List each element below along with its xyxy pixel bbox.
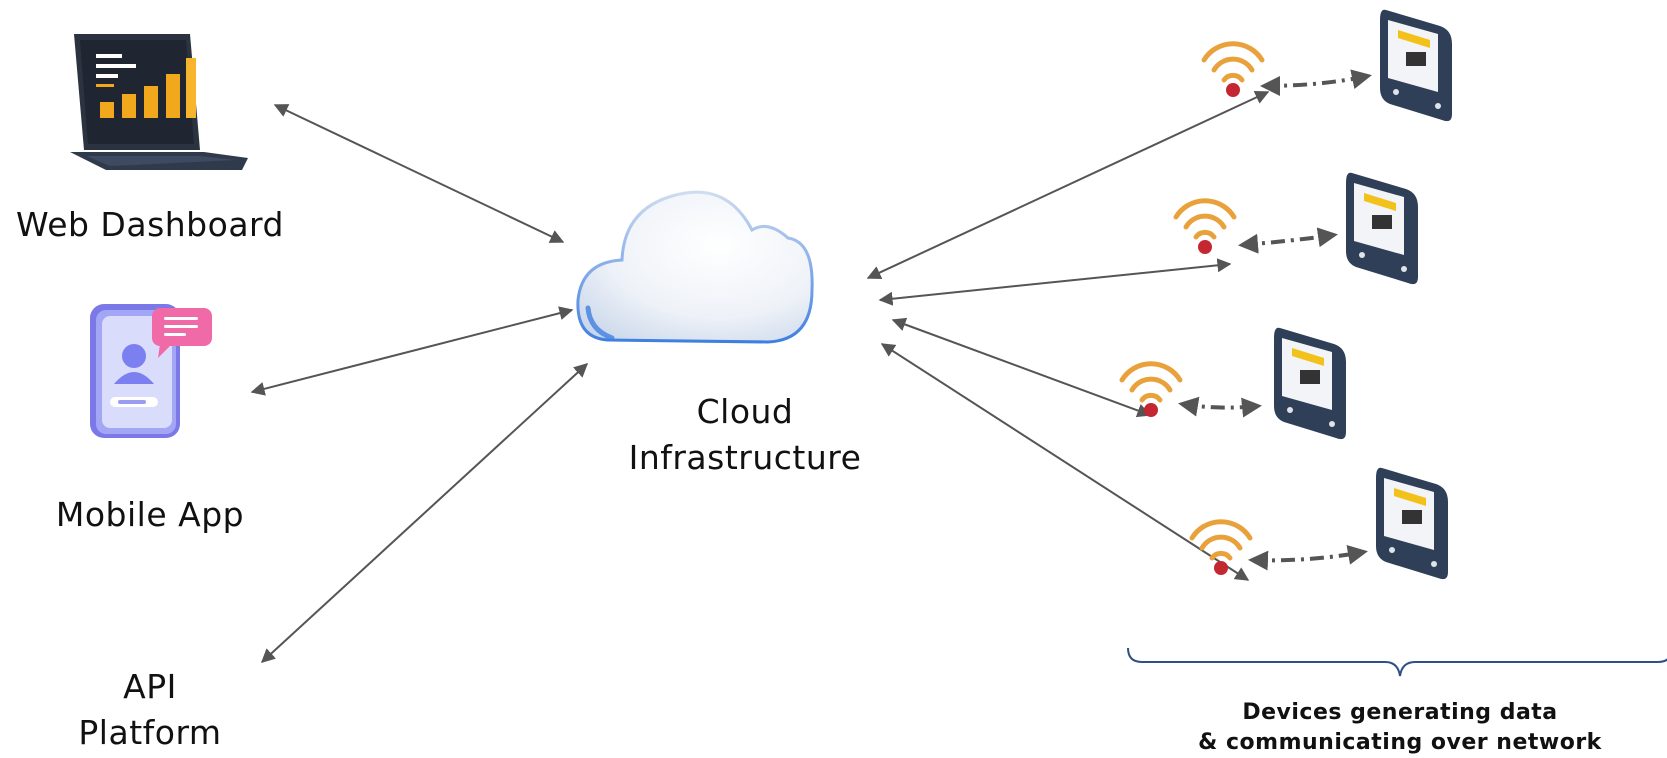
device-row-1 xyxy=(1201,9,1452,122)
smart-meter-icon xyxy=(1274,327,1346,440)
connector-cloud-device-4 xyxy=(880,343,1250,581)
connector-cloud-device-3 xyxy=(891,317,1152,418)
connector-mobile-cloud xyxy=(250,306,574,396)
wifi-signal-icon xyxy=(1173,198,1237,254)
smart-meter-icon xyxy=(1380,9,1452,122)
dashed-link-1 xyxy=(1260,69,1372,96)
device-row-4 xyxy=(1189,467,1448,580)
connector-api-cloud xyxy=(260,363,589,663)
device-row-3 xyxy=(1119,327,1346,440)
connector-web-cloud xyxy=(273,104,565,243)
mobile-app-label: Mobile App xyxy=(55,495,245,534)
web-dashboard-label: Web Dashboard xyxy=(16,205,284,244)
wifi-signal-icon xyxy=(1119,361,1183,417)
cloud-icon xyxy=(576,190,814,344)
smart-meter-icon xyxy=(1376,467,1448,580)
devices-label: Devices generating data & communicating … xyxy=(1198,700,1602,755)
dashed-link-2 xyxy=(1238,227,1338,254)
device-row-2 xyxy=(1173,172,1418,285)
cloud-infrastructure-label: Cloud Infrastructure xyxy=(628,392,862,477)
dashed-link-3 xyxy=(1178,396,1262,418)
devices-bracket xyxy=(1127,647,1667,677)
wifi-signal-icon xyxy=(1201,41,1265,97)
api-platform-label: API Platform xyxy=(78,667,222,752)
wifi-signal-icon xyxy=(1189,519,1253,575)
connector-cloud-device-1 xyxy=(866,90,1270,280)
smartphone-chat-icon xyxy=(90,304,212,438)
dashed-link-4 xyxy=(1248,544,1368,571)
smart-meter-icon xyxy=(1346,172,1418,285)
connector-cloud-device-2 xyxy=(878,258,1232,306)
laptop-chart-icon xyxy=(70,34,248,170)
